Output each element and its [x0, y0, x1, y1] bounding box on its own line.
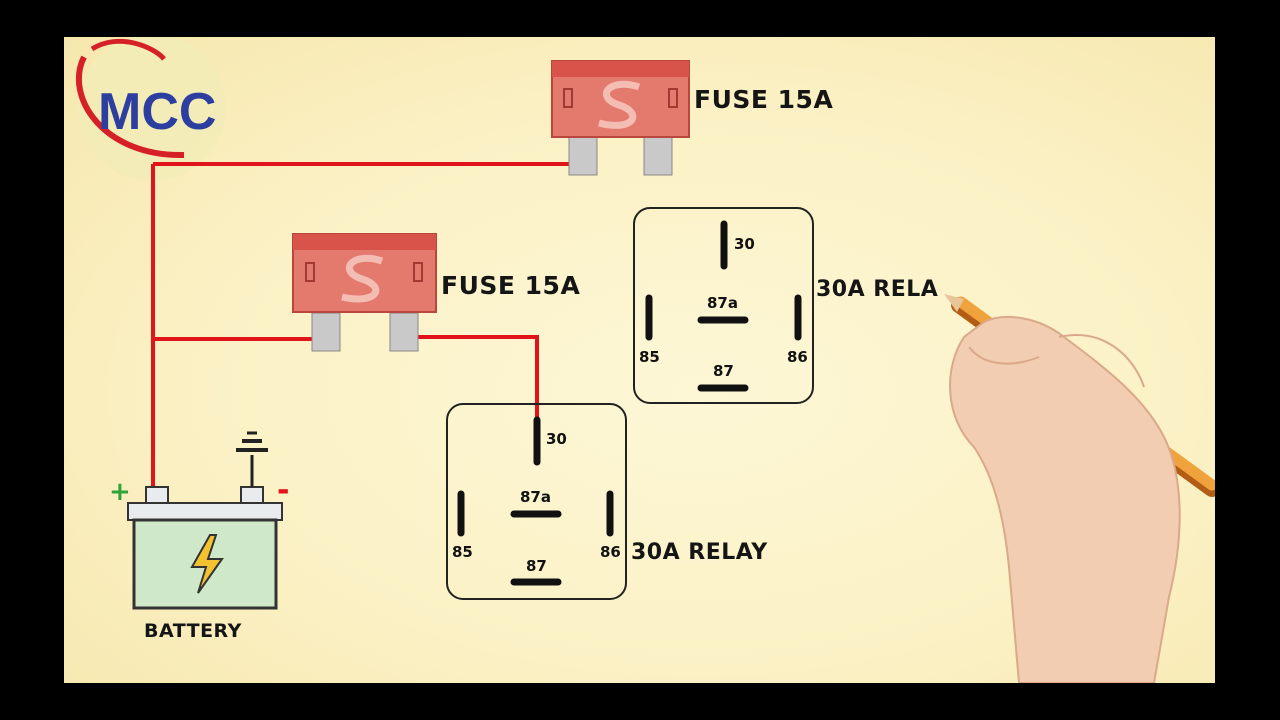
relay-1-pin-86: 86: [600, 543, 621, 561]
relay-2-pin-85: 85: [639, 348, 660, 366]
wiring-diagram: MCC: [76, 37, 1215, 683]
battery-minus-sign: -: [277, 473, 290, 508]
relay-2-pin-86: 86: [787, 348, 808, 366]
battery: [127, 431, 283, 610]
relay-1-pin-87: 87: [526, 557, 547, 575]
logo-text: MCC: [98, 83, 216, 141]
relay-2-pin-30: 30: [734, 235, 755, 253]
relay-1-pin-85: 85: [452, 543, 473, 561]
relay-2-pin-87: 87: [713, 362, 734, 380]
fuse-2-label: FUSE 15A: [441, 271, 581, 300]
wire-to-relay: [414, 335, 539, 420]
hand-with-pencil-illustration: [944, 294, 1215, 683]
fuse-1-label: FUSE 15A: [694, 85, 834, 114]
relay-2: [633, 207, 814, 404]
relay-1-label: 30A RELAY: [631, 540, 768, 565]
relay-1-pin-30: 30: [546, 430, 567, 448]
battery-plus-sign: +: [109, 477, 131, 507]
lightning-icon: [190, 534, 224, 594]
diagram-canvas: MCC: [64, 37, 1215, 683]
mcc-logo: MCC: [76, 37, 226, 181]
relay-1-pin-87a: 87a: [520, 488, 551, 506]
battery-label: BATTERY: [144, 620, 242, 642]
relay-1: [446, 403, 627, 600]
fuse-1: [551, 60, 690, 176]
wires: [151, 162, 569, 489]
relay-2-label: 30A RELA: [816, 277, 939, 302]
relay-2-pin-87a: 87a: [707, 294, 738, 312]
fuse-2: [292, 233, 437, 352]
